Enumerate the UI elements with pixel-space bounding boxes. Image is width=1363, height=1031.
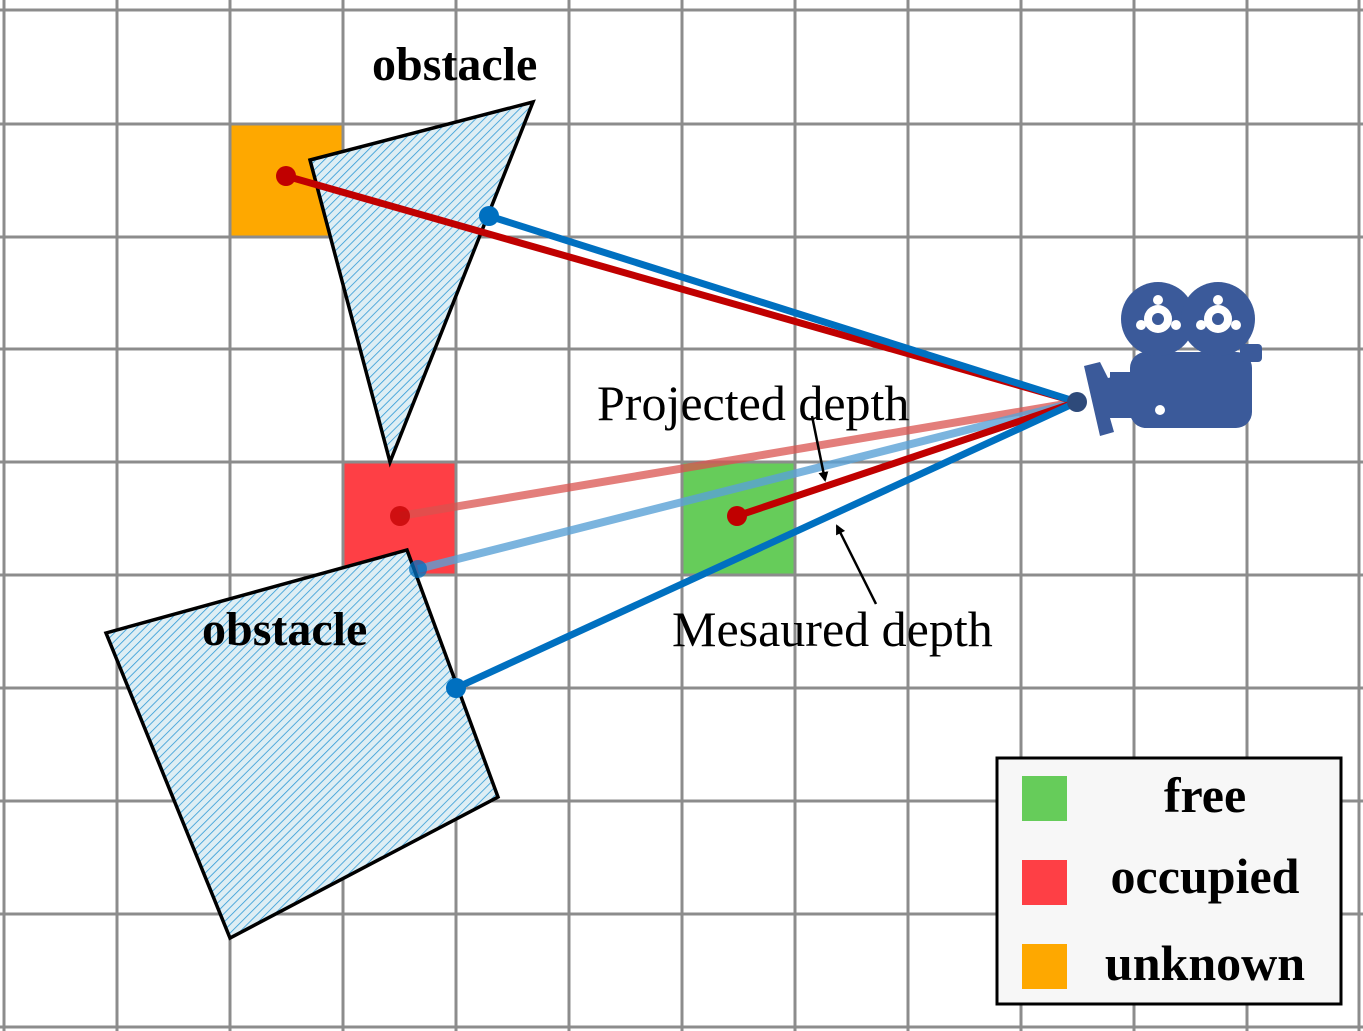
measured-endpoint	[446, 678, 466, 698]
legend-swatch-unknown	[1022, 944, 1067, 989]
quad-obstacle	[103, 547, 501, 941]
projected-endpoint	[727, 506, 747, 526]
projected-depth-label: Projected depth	[597, 375, 909, 431]
measured-depth-label: Mesaured depth	[672, 601, 993, 657]
legend: free occupied unknown	[995, 756, 1343, 1006]
legend-label-free: free	[1164, 767, 1246, 823]
measured-ray-top	[487, 212, 1079, 406]
obstacle-label-top: obstacle	[372, 38, 537, 91]
projected-endpoint	[276, 166, 296, 186]
legend-swatch-free	[1022, 776, 1067, 821]
legend-label-occupied: occupied	[1111, 848, 1300, 904]
camera-origin	[1067, 392, 1087, 412]
measured-ray-translucent	[417, 398, 1078, 573]
legend-label-unknown: unknown	[1105, 935, 1305, 991]
projected-depth-arrow	[810, 415, 829, 482]
triangle-obstacle	[307, 99, 536, 468]
measured-depth-arrow	[835, 524, 878, 605]
projected-ray-translucent	[399, 398, 1078, 520]
measured-endpoint	[479, 206, 499, 226]
legend-swatch-occupied	[1022, 860, 1067, 905]
projected-endpoint	[390, 506, 410, 526]
measured-endpoint	[409, 560, 427, 578]
measured-ray-bottom	[454, 398, 1079, 692]
projected-ray-middle	[735, 398, 1079, 520]
obstacle-label-bottom: obstacle	[202, 603, 367, 656]
projected-ray-top	[285, 172, 1078, 406]
video-camera-icon	[1084, 282, 1262, 436]
